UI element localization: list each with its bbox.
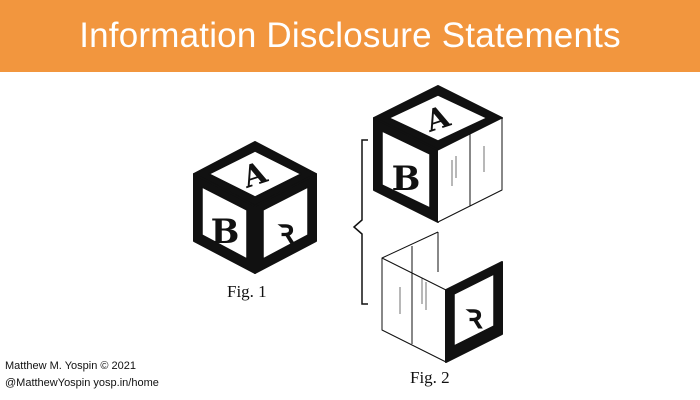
fig2-lower-open-frame	[381, 231, 447, 363]
fig1-side-letter: ꝛ	[277, 212, 295, 252]
fig1-right-panel	[262, 186, 309, 260]
fig2-bracket	[352, 139, 368, 305]
fig2-caption: Fig. 2	[410, 368, 450, 387]
fig1-left-panel	[201, 186, 248, 260]
title-bar: Information Disclosure Statements	[0, 0, 700, 72]
fig2-upper-front-panel	[381, 130, 431, 209]
fig2-upper-top-panel	[388, 94, 488, 142]
fig2-upper-front-letter: B	[392, 159, 421, 199]
fig1-caption: Fig. 1	[227, 282, 267, 301]
fig1-front-letter: B	[211, 212, 240, 252]
fig2-exploded-illustration: A B ꝛ	[352, 85, 503, 363]
fig1-top-panel	[208, 150, 302, 198]
credit-line-1: Matthew M. Yospin © 2021	[5, 360, 137, 372]
fig2-lower-side-panel	[453, 273, 495, 347]
fig2-lower-side-letter: ꝛ	[465, 297, 483, 337]
credit-line-2: @MatthewYospin yosp.in/home	[5, 377, 159, 389]
fig1-block-illustration: A B ꝛ	[193, 141, 317, 274]
slide-title: Information Disclosure Statements	[79, 16, 621, 55]
